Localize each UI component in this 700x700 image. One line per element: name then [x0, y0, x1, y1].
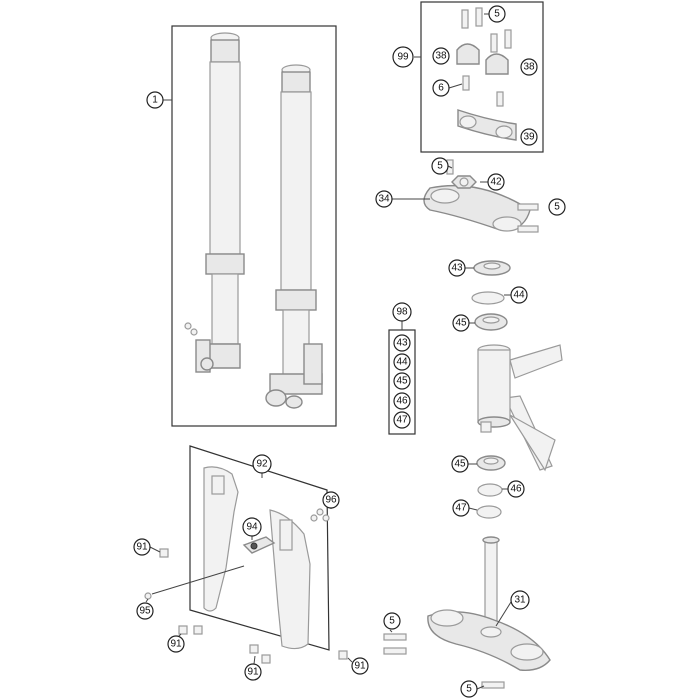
callout-42: 42: [480, 173, 505, 191]
callout-45-upper-label: 45: [455, 318, 467, 329]
callout-94: 94: [242, 517, 262, 540]
callout-45-lower: 45: [451, 455, 477, 473]
upper-bearing-stack: [471, 260, 511, 331]
callout-5-lower-left-label: 5: [389, 616, 395, 627]
lower-bearing-stack: [476, 455, 506, 519]
frame-head-tube: [477, 344, 563, 472]
callout-44: 44: [504, 286, 528, 304]
callout-91-left-label: 91: [136, 542, 148, 553]
callout-5-clamp: 5: [484, 5, 506, 23]
callout-95-label: 95: [139, 606, 151, 617]
callout-45-upper: 45: [452, 314, 475, 332]
callout-99: 99: [392, 46, 414, 68]
callout-95: 95: [136, 598, 154, 620]
fork-legs-group: [171, 25, 337, 427]
callout-45-lower-label: 45: [454, 459, 466, 470]
fork-protector-group: [144, 445, 348, 664]
kit-item-43: 43: [393, 334, 411, 352]
callout-38-left-label: 38: [435, 51, 447, 62]
kit-item-45-label: 45: [396, 376, 408, 387]
callout-43-label: 43: [451, 263, 463, 274]
callout-47-label: 47: [455, 503, 467, 514]
upper-triple-clamp: [423, 159, 539, 233]
callout-98-label: 98: [396, 307, 408, 318]
callout-39-label: 39: [523, 132, 535, 143]
callout-98: 98: [392, 302, 412, 322]
callout-31-label: 31: [514, 595, 526, 606]
callout-47: 47: [452, 499, 478, 517]
callout-96: 96: [322, 491, 340, 509]
callout-5-bottom: 5: [460, 680, 485, 698]
kit-item-44: 44: [393, 353, 411, 371]
callout-38-left: 38: [432, 47, 450, 65]
callout-46-label: 46: [510, 484, 522, 495]
callout-1: 1: [146, 91, 164, 109]
kit-item-46: 46: [393, 392, 411, 410]
kit-item-45: 45: [393, 372, 411, 390]
callout-92: 92: [252, 454, 272, 474]
callout-91-right-label: 91: [354, 661, 366, 672]
callout-99-label: 99: [397, 52, 409, 63]
left-fork-leg: [195, 32, 245, 373]
callout-43: 43: [448, 259, 474, 277]
callout-5-top: 5: [431, 157, 453, 175]
callout-91-right: 91: [347, 657, 369, 675]
callout-91-mid: 91: [167, 633, 185, 653]
kit-item-46-label: 46: [396, 396, 408, 407]
kit-item-47: 47: [393, 411, 411, 429]
callout-38-right: 38: [520, 58, 538, 76]
callout-5-side-label: 5: [554, 202, 560, 213]
kit-item-43-label: 43: [396, 338, 408, 349]
callout-5-side: 5: [548, 198, 566, 216]
callout-5-lower-left: 5: [383, 612, 401, 633]
callout-38-right-label: 38: [523, 62, 535, 73]
callout-5-top-label: 5: [437, 161, 443, 172]
callout-1-label: 1: [152, 95, 158, 106]
callout-31: 31: [495, 590, 530, 627]
callout-91-mid-label: 91: [170, 639, 182, 650]
handlebar-clamp-kit: [414, 1, 544, 153]
right-fork-leg: [265, 64, 323, 409]
callout-42-label: 42: [490, 177, 502, 188]
callout-91-bottom: 91: [244, 655, 262, 681]
callout-96-label: 96: [325, 495, 337, 506]
callout-91-left: 91: [133, 538, 161, 556]
fork-legs-frame: [171, 25, 337, 427]
callout-92-label: 92: [256, 459, 268, 470]
callout-6: 6: [432, 79, 463, 97]
callout-46: 46: [502, 480, 525, 498]
clamp-kit-frame: [420, 1, 544, 153]
callout-44-label: 44: [513, 290, 525, 301]
callout-34: 34: [375, 190, 430, 208]
lower-triple-clamp: [383, 536, 551, 689]
callout-91-bottom-label: 91: [247, 667, 259, 678]
fork-protector-frame: [189, 445, 330, 651]
bearing-kit-list: [388, 320, 416, 435]
callout-6-label: 6: [438, 83, 444, 94]
callout-5-bottom-label: 5: [466, 684, 472, 695]
kit-item-47-label: 47: [396, 415, 408, 426]
callout-5-clamp-label: 5: [494, 9, 500, 20]
callout-34-label: 34: [378, 194, 390, 205]
kit-item-44-label: 44: [396, 357, 408, 368]
callout-39: 39: [520, 128, 538, 146]
callout-94-label: 94: [246, 522, 258, 533]
